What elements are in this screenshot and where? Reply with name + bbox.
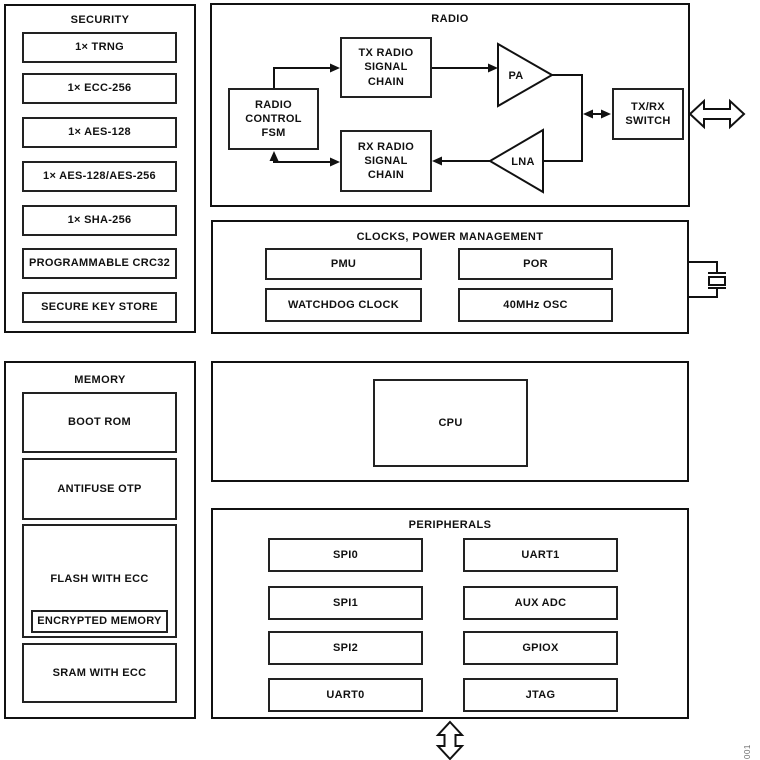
tx-rx-switch-block: TX/RX SWITCH [612,88,684,140]
clocks-power-section: CLOCKS, POWER MANAGEMENT PMU POR WATCHDO… [211,220,689,334]
crystal-oscillator-icon [689,261,726,298]
radio-section: RADIO RADIO CONTROL FSM TX RADIO SIGNAL … [210,3,690,207]
aux-adc-block: AUX ADC [463,586,618,620]
uart0-block: UART0 [268,678,423,712]
rx-radio-signal-chain-block: RX RADIO SIGNAL CHAIN [340,130,432,192]
security-block-sha256: 1× SHA-256 [22,205,177,236]
radio-title: RADIO [431,13,469,25]
external-bus-arrow-icon [435,720,465,760]
watchdog-clock-block: WATCHDOG CLOCK [265,288,422,322]
memory-section: MEMORY BOOT ROM ANTIFUSE OTP FLASH WITH … [4,361,196,719]
security-title: SECURITY [70,14,130,26]
spi0-block: SPI0 [268,538,423,572]
pmu-block: PMU [265,248,422,280]
antifuse-otp-block: ANTIFUSE OTP [22,458,177,520]
clocks-power-title: CLOCKS, POWER MANAGEMENT [356,231,544,243]
jtag-block: JTAG [463,678,618,712]
peripherals-title: PERIPHERALS [408,519,492,531]
boot-rom-block: BOOT ROM [22,392,177,453]
security-block-aes128: 1× AES-128 [22,117,177,148]
security-block-crc32: PROGRAMMABLE CRC32 [22,248,177,279]
crystal-bottom-lead [689,288,718,298]
tx-radio-signal-chain-block: TX RADIO SIGNAL CHAIN [340,37,432,98]
sram-with-ecc-block: SRAM WITH ECC [22,643,177,703]
security-block-keystore: SECURE KEY STORE [22,292,177,323]
radio-control-fsm-block: RADIO CONTROL FSM [228,88,319,150]
crystal-top-lead [689,261,718,273]
cpu-block: CPU [373,379,528,467]
flash-with-ecc-label: FLASH WITH ECC [50,573,149,585]
security-block-aes128-256: 1× AES-128/AES-256 [22,161,177,192]
peripherals-section: PERIPHERALS SPI0 SPI1 SPI2 UART0 UART1 A… [211,508,689,719]
por-block: POR [458,248,613,280]
spi1-block: SPI1 [268,586,423,620]
osc-40mhz-block: 40MHz OSC [458,288,613,322]
figure-code: 001 [743,744,752,759]
security-block-ecc256: 1× ECC-256 [22,73,177,104]
gpiox-block: GPIOX [463,631,618,665]
uart1-block: UART1 [463,538,618,572]
encrypted-memory-block: ENCRYPTED MEMORY [31,610,168,633]
security-section: SECURITY 1× TRNG 1× ECC-256 1× AES-128 1… [4,4,196,333]
cpu-section: CPU [211,361,689,482]
security-block-trng: 1× TRNG [22,32,177,63]
crystal-body [708,276,726,286]
antenna-port-arrow-icon [688,98,746,130]
memory-title: MEMORY [74,374,126,386]
flash-with-ecc-block: FLASH WITH ECC ENCRYPTED MEMORY [22,524,177,638]
spi2-block: SPI2 [268,631,423,665]
